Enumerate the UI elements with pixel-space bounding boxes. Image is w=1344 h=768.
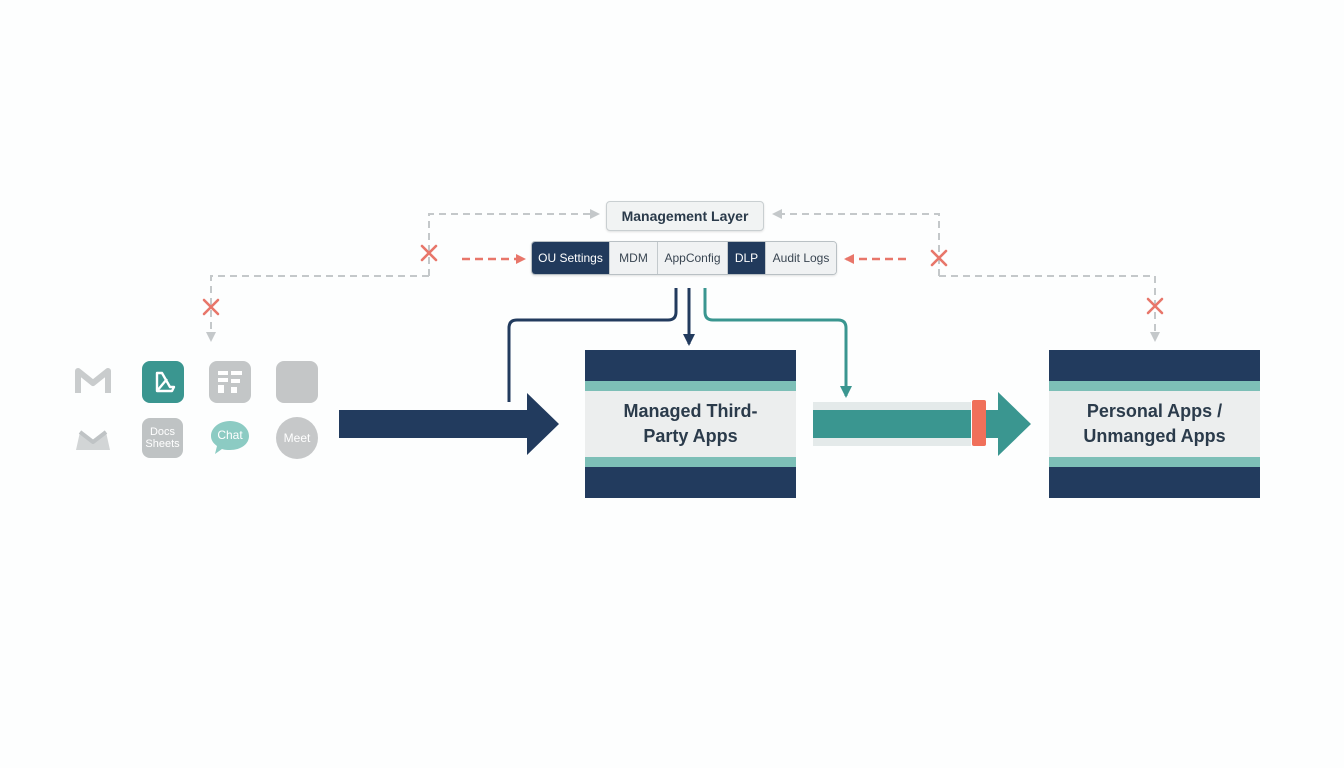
drive-icon — [142, 361, 184, 403]
chat-icon: Chat — [209, 418, 251, 458]
blocked-x-icon — [930, 249, 948, 267]
managed-apps-text: Managed Third- Party Apps — [623, 401, 758, 446]
gmail-icon — [74, 362, 112, 400]
navy-connector-left — [507, 288, 678, 402]
barrier-block — [972, 400, 986, 446]
teal-flow-bar — [813, 410, 971, 438]
personal-apps-box: Personal Apps / Unmanged Apps — [1049, 350, 1260, 498]
control-ou-settings[interactable]: OU Settings — [532, 242, 610, 274]
managed-apps-box: Managed Third- Party Apps — [585, 350, 796, 498]
left-dashed-drop — [206, 275, 429, 342]
blocked-x-icon — [202, 298, 220, 316]
control-dlp[interactable]: DLP — [728, 242, 766, 274]
left-dashed-loop — [428, 209, 600, 276]
blocked-x-icon — [420, 244, 438, 262]
right-dashed-drop — [939, 275, 1160, 342]
teal-connector — [703, 288, 852, 398]
managed-apps-label: Managed Third- Party Apps — [585, 391, 796, 457]
personal-apps-text: Personal Apps / Unmanged Apps — [1083, 401, 1226, 446]
big-navy-arrow — [339, 393, 559, 455]
gmail-icon — [74, 420, 112, 458]
forms-icon — [209, 361, 251, 403]
right-dashed-loop — [772, 209, 940, 276]
docs-sheets-label: Docs Sheets — [145, 426, 180, 450]
meet-icon: Meet — [276, 417, 318, 459]
personal-apps-label: Personal Apps / Unmanged Apps — [1049, 391, 1260, 457]
teal-flow-arrowhead — [986, 392, 1031, 456]
management-layer-box: Management Layer — [606, 201, 764, 231]
control-audit-logs[interactable]: Audit Logs — [766, 242, 836, 274]
docs-sheets-icon: Docs Sheets — [142, 418, 183, 458]
management-controls-bar: OU Settings MDM AppConfig DLP Audit Logs — [531, 241, 837, 275]
meet-label: Meet — [283, 431, 311, 445]
blocked-x-icon — [1146, 297, 1164, 315]
control-mdm[interactable]: MDM — [610, 242, 658, 274]
chat-label: Chat — [217, 428, 243, 442]
blank-tile-icon — [276, 361, 318, 403]
control-appconfig[interactable]: AppConfig — [658, 242, 728, 274]
